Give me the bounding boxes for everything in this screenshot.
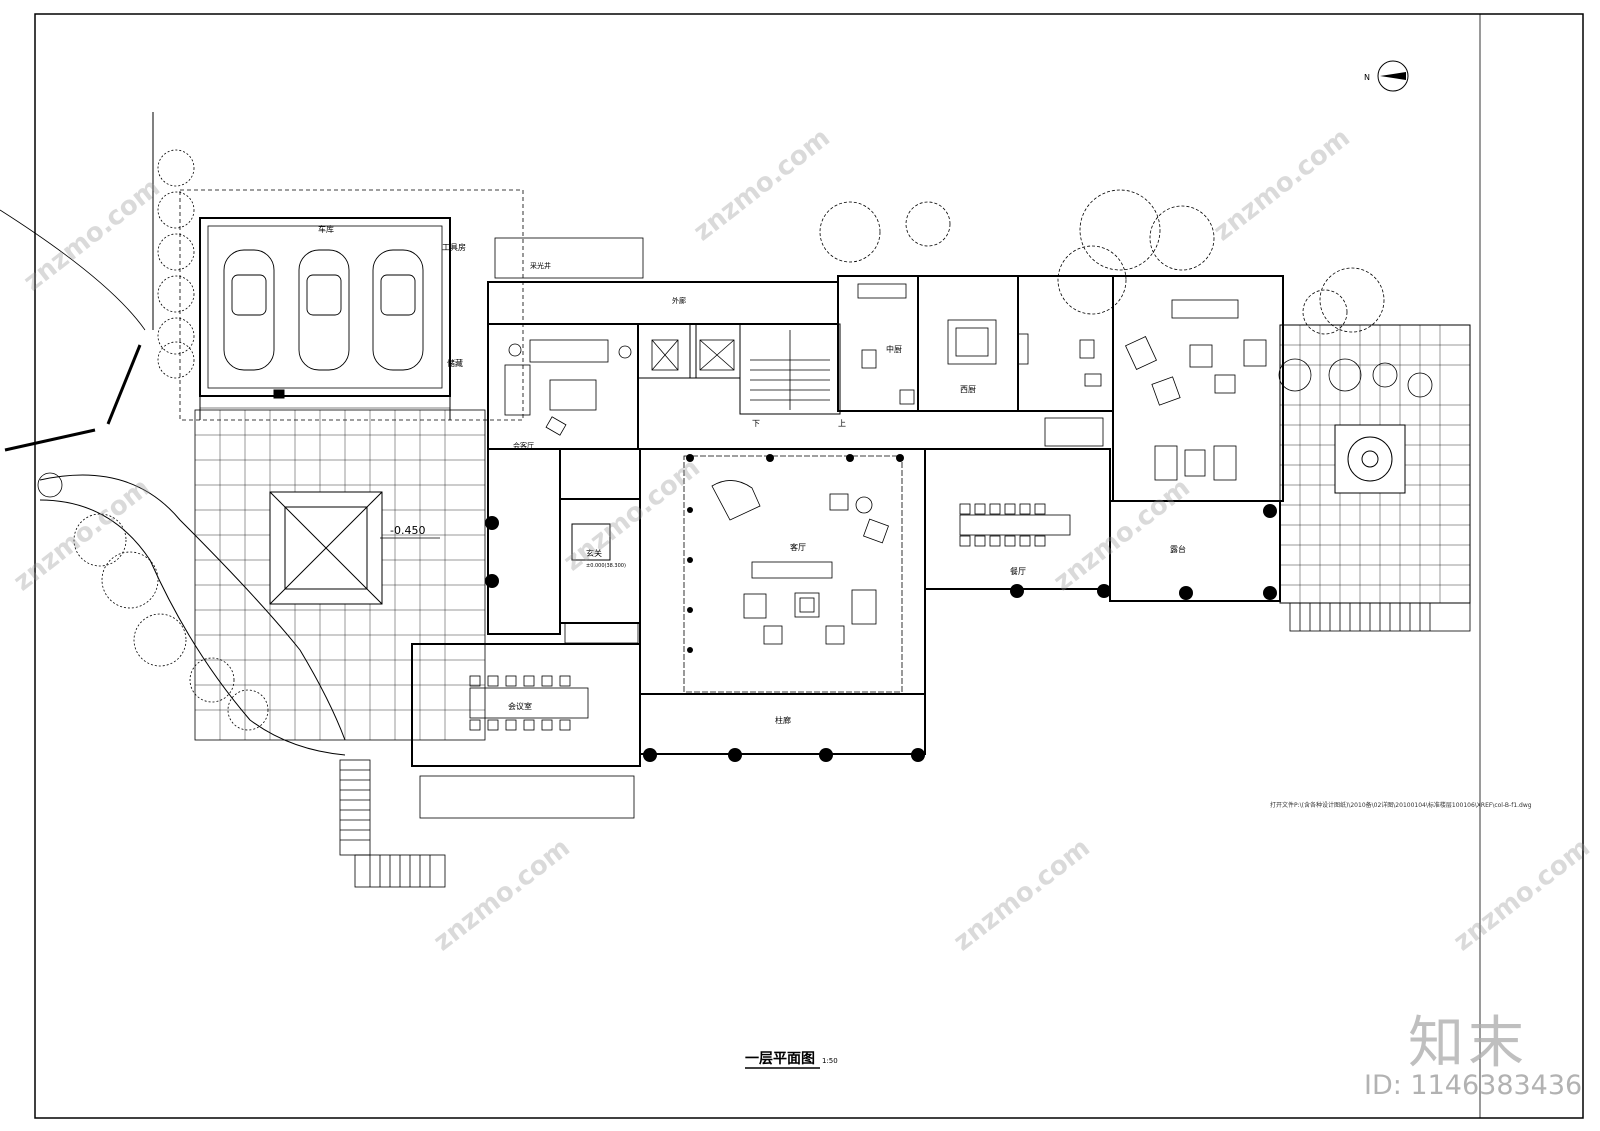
chinese-kitchen-label: 中厨 — [886, 344, 902, 354]
terrace-steps — [1289, 602, 1471, 632]
garage-label: 车库 — [318, 224, 334, 234]
drawing-title: 一层平面图 — [745, 1051, 815, 1067]
tool-room-label: 工具房 — [442, 242, 466, 252]
living-furniture — [683, 455, 903, 693]
plaza-feature — [269, 491, 383, 605]
elevation-mark: -0.450 — [390, 524, 425, 537]
colonnade-label: 柱廊 — [775, 715, 791, 725]
dining-furniture — [959, 503, 1071, 547]
stair-down-label: 下 — [752, 419, 760, 428]
terrace-fountain — [1334, 424, 1406, 494]
garden-path — [39, 499, 346, 756]
storage-label: 储藏 — [447, 358, 463, 368]
dining-room-label: 餐厅 — [1010, 567, 1026, 576]
stair-up-label: 上 — [838, 419, 846, 428]
columns — [485, 454, 1277, 762]
sheet-border — [34, 13, 1584, 1119]
terrace-label: 露台 — [1170, 544, 1186, 554]
lounge-furniture — [1125, 299, 1267, 481]
garage — [179, 189, 524, 421]
meeting-room-label: 会议室 — [508, 701, 532, 711]
reception-label: 会客厅 — [513, 441, 534, 450]
gate-wall — [106, 344, 142, 425]
foyer-mat — [571, 523, 611, 561]
entry-stairs — [339, 759, 446, 888]
gate-wall — [4, 428, 96, 452]
svg-text:N: N — [1364, 73, 1370, 82]
file-path-note: 打开文件P:\(含各种设计图纸)\2010备\02详图\20100104\标准楼… — [1270, 802, 1532, 809]
garage-cars — [223, 249, 424, 371]
site-boundary-line — [0, 209, 146, 331]
garden-path — [39, 474, 346, 741]
brand-watermark: 知末 — [1408, 1011, 1528, 1076]
shoe-cabinet — [564, 622, 639, 644]
foyer-level: ±0.000(38.300) — [586, 563, 626, 569]
western-kitchen-label: 西厨 — [960, 385, 976, 394]
north-arrow-icon: N — [1364, 60, 1409, 92]
light-well-label: 采光井 — [530, 261, 551, 270]
document-id: ID: 1146383436 — [1364, 1070, 1583, 1101]
building-walls — [411, 237, 1471, 767]
reception-furniture — [504, 339, 632, 436]
foyer-label: 玄关 — [586, 548, 602, 558]
drawing-scale: 1:50 — [822, 1057, 838, 1065]
living-room-label: 客厅 — [790, 542, 806, 552]
corridor-label: 外廊 — [672, 296, 686, 305]
meeting-furniture — [419, 675, 635, 819]
kitchen-fixtures — [857, 283, 1104, 447]
stair-core — [651, 330, 830, 410]
landscape-trees — [37, 149, 1433, 731]
